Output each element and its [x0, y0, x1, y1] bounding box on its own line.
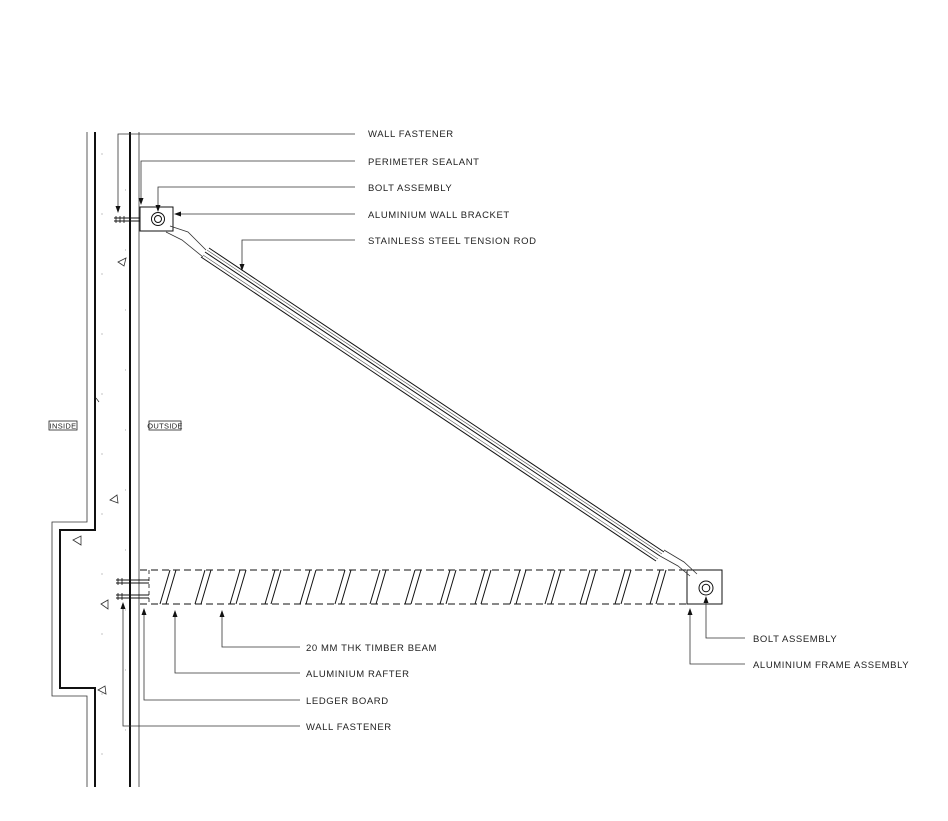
inside-tag: INSIDE: [48, 420, 78, 431]
perimeter-sealant-label: PERIMETER SEALANT: [368, 157, 480, 168]
callout-aluminium-frame-assembly: ALUMINIUM FRAME ASSEMBLY: [687, 608, 909, 671]
callout-tension-rod: STAINLESS STEEL TENSION ROD: [239, 236, 537, 271]
callout-wall-fastener-bottom: WALL FASTENER: [120, 602, 392, 733]
inside-label: INSIDE: [50, 422, 77, 431]
aluminium-rafter-label: ALUMINIUM RAFTER: [306, 669, 410, 680]
tension-rod-label: STAINLESS STEEL TENSION ROD: [368, 236, 537, 247]
outside-tag: OUTSIDE: [147, 420, 182, 431]
callout-aluminium-wall-bracket: ALUMINIUM WALL BRACKET: [174, 210, 510, 221]
frame-bracket-end: [659, 549, 723, 605]
timber-beam: [140, 569, 722, 605]
timber-beam-label: 20 MM THK TIMBER BEAM: [306, 643, 437, 654]
wall-fastener-lower: [116, 578, 149, 600]
wall-fastener-top-label: WALL FASTENER: [368, 129, 454, 140]
wall-fastener-bottom-label: WALL FASTENER: [306, 722, 392, 733]
wall-bracket-top: [114, 206, 207, 258]
callout-wall-fastener-top: WALL FASTENER: [115, 129, 454, 213]
tension-rod: [200, 247, 665, 562]
aluminium-wall-bracket-label: ALUMINIUM WALL BRACKET: [368, 210, 510, 221]
bolt-assembly-top-label: BOLT ASSEMBLY: [368, 183, 452, 194]
callout-timber-beam: 20 MM THK TIMBER BEAM: [219, 610, 437, 654]
bolt-assembly-bottom-label: BOLT ASSEMBLY: [753, 634, 837, 645]
wall-section: [51, 132, 140, 787]
callout-bolt-assembly-bottom: BOLT ASSEMBLY: [703, 596, 837, 645]
callout-perimeter-sealant: PERIMETER SEALANT: [138, 157, 480, 205]
ledger-board-label: LEDGER BOARD: [306, 696, 389, 707]
callout-ledger-board: LEDGER BOARD: [141, 608, 389, 707]
callout-bolt-assembly-top: BOLT ASSEMBLY: [155, 183, 452, 212]
outside-label: OUTSIDE: [147, 422, 182, 431]
callout-aluminium-rafter: ALUMINIUM RAFTER: [172, 610, 410, 680]
aluminium-frame-assembly-label: ALUMINIUM FRAME ASSEMBLY: [753, 660, 909, 671]
